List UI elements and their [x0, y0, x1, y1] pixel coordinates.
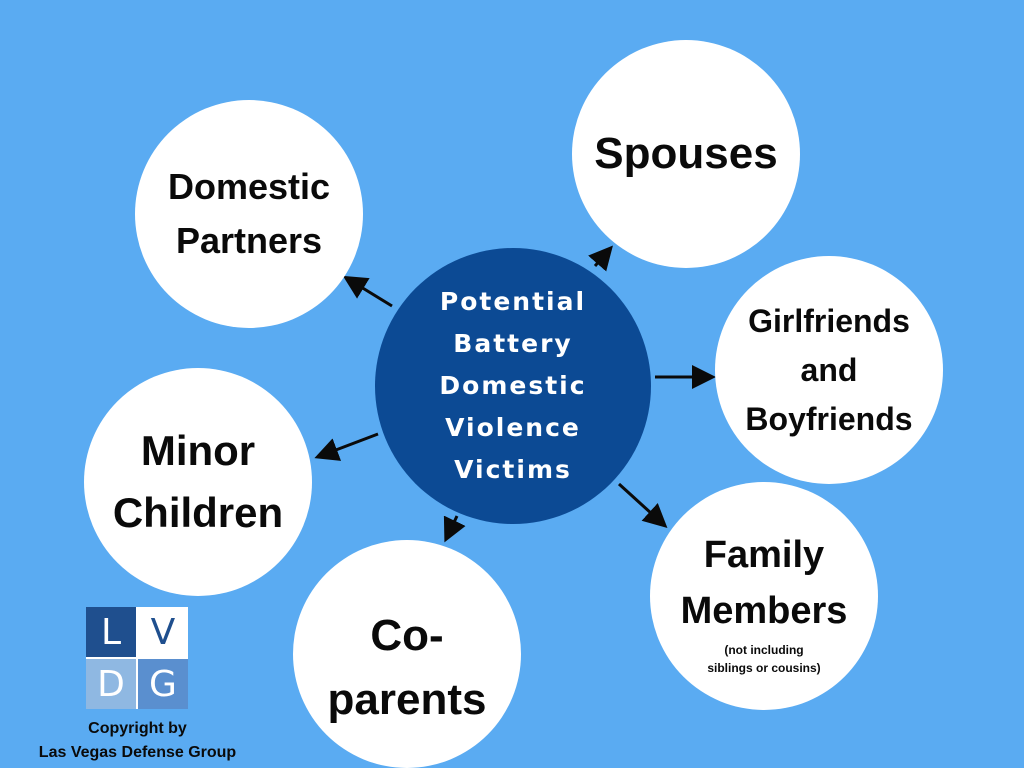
node-domestic-partners: Domestic Partners [135, 100, 363, 328]
arrow-to-spouses [588, 245, 613, 272]
node-domestic-partners-label: Domestic Partners [167, 166, 331, 261]
logo-letter-l: L [86, 607, 136, 657]
node-co-parents-label: Co- parents [327, 611, 487, 724]
node-family-members-note: (not including siblings or cousins) [707, 643, 821, 675]
arrow-to-co-parents [443, 515, 466, 543]
logo-letter-g: G [138, 659, 188, 709]
node-family-members: Family Members (not including siblings o… [650, 482, 878, 710]
arrow-to-family-members [617, 482, 668, 529]
copyright-notice: Copyright by Las Vegas Defense Group [20, 716, 255, 766]
node-minor-children: Minor Children [84, 368, 312, 596]
center-node: Potential Battery Domestic Violence Vict… [375, 248, 651, 524]
center-node-label: Potential Battery Domestic Violence Vict… [439, 287, 587, 484]
arrow-to-domestic-partners [342, 275, 393, 308]
logo-letter-d: D [86, 659, 136, 709]
arrow-to-minor-children [314, 432, 379, 461]
logo-letter-v: V [138, 607, 188, 657]
copyright-line-1: Copyright by [88, 720, 187, 737]
node-spouses-label: Spouses [594, 129, 778, 178]
lvdg-logo: L V D G [86, 607, 188, 709]
copyright-line-2: Las Vegas Defense Group [38, 744, 237, 761]
node-family-members-label: Family Members [680, 534, 848, 632]
node-minor-children-label: Minor Children [112, 427, 284, 536]
node-girlfriends-boyfriends-label: Girlfriends and Boyfriends [745, 302, 913, 437]
node-co-parents: Co- parents [293, 540, 521, 768]
node-spouses: Spouses [572, 40, 800, 268]
node-girlfriends-boyfriends: Girlfriends and Boyfriends [715, 256, 943, 484]
